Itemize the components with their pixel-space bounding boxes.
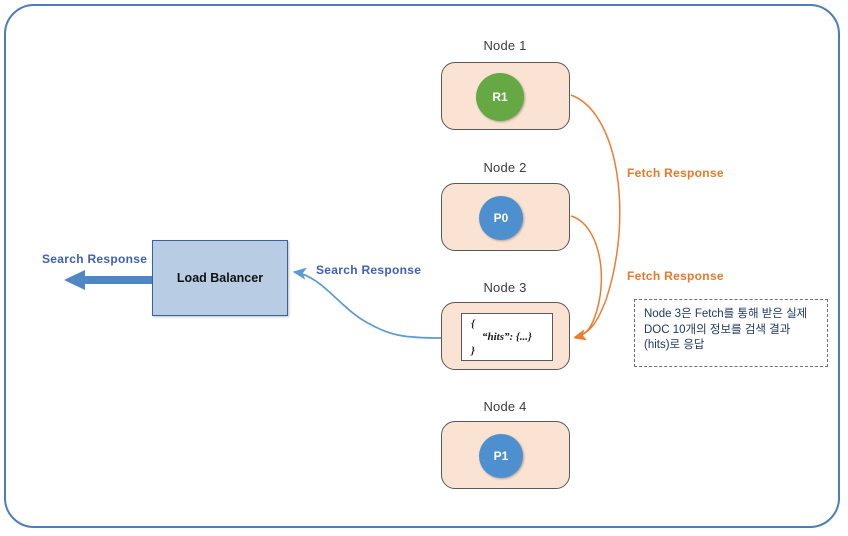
node-box-3[interactable]: { “hits”: {...} } — [441, 302, 570, 370]
node-caption-1: Node 1 — [483, 38, 527, 53]
hits-line-2: “hits”: {...} — [482, 331, 532, 344]
load-balancer-label: Load Balancer — [176, 271, 264, 285]
note-line-1: Node 3은 Fetch를 통해 받은 실제 — [644, 308, 808, 320]
hits-line-1: { — [471, 318, 475, 330]
node-caption-4: Node 4 — [483, 399, 527, 414]
node-box-1[interactable]: R1 — [441, 62, 570, 130]
node-caption-2: Node 2 — [483, 160, 527, 175]
label-search-response-mid: Search Response — [316, 263, 422, 277]
shard-p1[interactable]: P1 — [479, 434, 523, 478]
hits-line-3: } — [471, 344, 475, 357]
label-fetch-response-lower: Fetch Response — [627, 269, 724, 283]
node-box-4[interactable]: P1 — [441, 421, 570, 489]
load-balancer-box[interactable]: Load Balancer — [152, 240, 288, 316]
fetch-response-curve-node2 — [570, 215, 603, 341]
shard-p0[interactable]: P0 — [479, 196, 523, 240]
label-search-response-left: Search Response — [42, 252, 148, 266]
hits-payload-box: { “hits”: {...} } — [461, 313, 553, 361]
label-fetch-response-upper: Fetch Response — [627, 166, 724, 180]
search-response-curve — [292, 267, 442, 339]
shard-r1[interactable]: R1 — [476, 73, 524, 121]
note-line-2: DOC 10개의 정보를 검색 결과 — [644, 323, 791, 336]
node-caption-3: Node 3 — [483, 280, 527, 295]
fetch-response-curve-node1 — [570, 94, 621, 340]
search-response-out-arrow — [64, 270, 152, 290]
diagram-frame — [4, 4, 840, 528]
annotation-note: Node 3은 Fetch를 통해 받은 실제 DOC 10개의 정보를 검색 … — [634, 299, 828, 367]
node-box-2[interactable]: P0 — [441, 183, 570, 251]
note-line-3: (hits)로 응답 — [644, 339, 705, 352]
